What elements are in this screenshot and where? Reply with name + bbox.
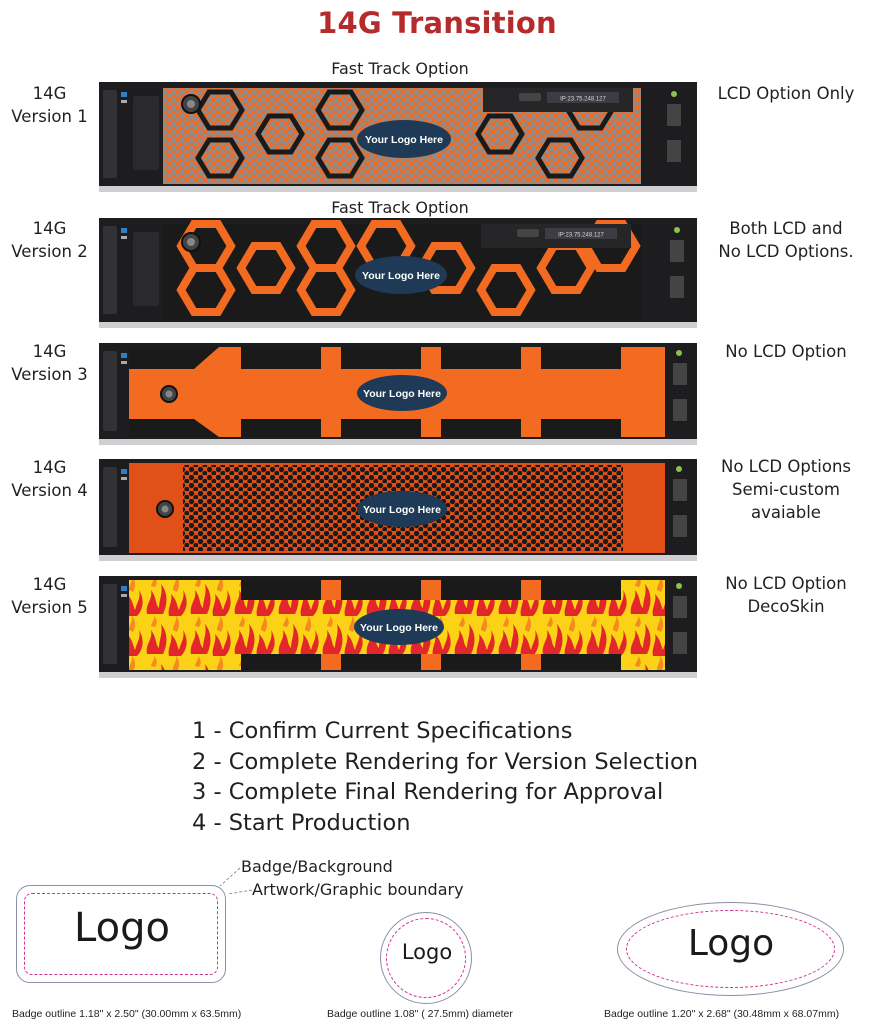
process-steps: 1 - Confirm Current Specifications 2 - C… — [192, 716, 698, 838]
version-4-option-1: No LCD Options — [720, 457, 851, 476]
version-4-option-3: avaiable — [751, 503, 821, 522]
version-1-line2: Version 1 — [11, 107, 88, 126]
lcd-ip-v2: IP:23.75.248.127 — [558, 233, 604, 239]
version-3-options: No LCD Option — [700, 340, 872, 363]
version-5-options: No LCD Option DecoSkin — [700, 572, 872, 618]
step-3: 3 - Complete Final Rendering for Approva… — [192, 779, 664, 805]
badge-rectangle-outline — [16, 885, 226, 983]
version-3-label: 14G Version 3 — [2, 340, 97, 386]
server-version-3: Your Logo Here — [99, 343, 697, 445]
version-2-line2: Version 2 — [11, 242, 88, 261]
server-version-1: IP:23.75.248.127 Your Logo Here — [99, 82, 697, 192]
step-4: 4 - Start Production — [192, 809, 411, 836]
callout-artwork-boundary: Artwork/Graphic boundary — [252, 880, 464, 899]
page-title: 14G Transition — [317, 6, 557, 40]
version-2-option-2: No LCD Options. — [718, 242, 854, 261]
badge-rectangle-caption: Badge outline 1.18" x 2.50" (30.00mm x 6… — [12, 1008, 242, 1020]
version-4-label: 14G Version 4 — [2, 456, 97, 502]
logo-placeholder-v2: Your Logo Here — [362, 270, 440, 282]
logo-placeholder-v5: Your Logo Here — [360, 622, 438, 634]
badge-rectangle-logo: Logo — [74, 905, 170, 951]
badge-rectangle-boundary — [24, 893, 218, 975]
version-3-option-1: No LCD Option — [725, 342, 847, 361]
version-1-option-1: LCD Option Only — [717, 84, 855, 103]
version-1-options: LCD Option Only — [700, 82, 872, 105]
callout-leader-lines — [219, 867, 253, 895]
badge-ellipse-caption: Badge outline 1.20" x 2.68" (30.48mm x 6… — [604, 1008, 840, 1020]
logo-placeholder-v1: Your Logo Here — [365, 134, 443, 146]
logo-placeholder-v3: Your Logo Here — [363, 388, 441, 400]
version-5-line2: Version 5 — [11, 598, 88, 617]
version-5-line1: 14G — [32, 575, 67, 594]
version-5-option-2: DecoSkin — [747, 597, 825, 616]
version-2-label: 14G Version 2 — [2, 217, 97, 263]
step-1: 1 - Confirm Current Specifications — [192, 718, 573, 744]
fast-track-label-v2: Fast Track Option — [331, 198, 469, 217]
version-2-option-1: Both LCD and — [729, 219, 843, 238]
badge-circle-boundary — [386, 918, 466, 998]
badge-circle-caption: Badge outline 1.08" ( 27.5mm) diameter — [327, 1008, 513, 1020]
version-3-line2: Version 3 — [11, 365, 88, 384]
callout-badge-background: Badge/Background — [241, 857, 393, 876]
server-version-5: Your Logo Here — [99, 576, 697, 678]
version-4-option-2: Semi-custom — [732, 480, 840, 499]
version-2-options: Both LCD and No LCD Options. — [700, 217, 872, 263]
version-4-line1: 14G — [32, 458, 67, 477]
badge-circle-logo: Logo — [401, 940, 453, 964]
badge-ellipse-logo: Logo — [687, 923, 775, 964]
badge-ellipse-boundary — [626, 910, 835, 988]
server-version-2: IP:23.75.248.127 Your Logo Here — [99, 218, 697, 328]
badge-circle-outline — [380, 912, 472, 1004]
version-2-line1: 14G — [32, 219, 67, 238]
server-version-4: Your Logo Here — [99, 459, 697, 561]
lcd-ip-v1: IP:23.75.248.127 — [560, 97, 606, 103]
version-5-label: 14G Version 5 — [2, 573, 97, 619]
version-5-option-1: No LCD Option — [725, 574, 847, 593]
version-4-options: No LCD Options Semi-custom avaiable — [700, 455, 872, 524]
fast-track-label-v1: Fast Track Option — [331, 59, 469, 78]
version-1-label: 14G Version 1 — [2, 82, 97, 128]
version-3-line1: 14G — [32, 342, 67, 361]
badge-ellipse-outline — [617, 902, 844, 996]
step-2: 2 - Complete Rendering for Version Selec… — [192, 748, 699, 775]
logo-placeholder-v4: Your Logo Here — [363, 504, 441, 516]
version-4-line2: Version 4 — [11, 481, 88, 500]
version-1-line1: 14G — [32, 84, 67, 103]
